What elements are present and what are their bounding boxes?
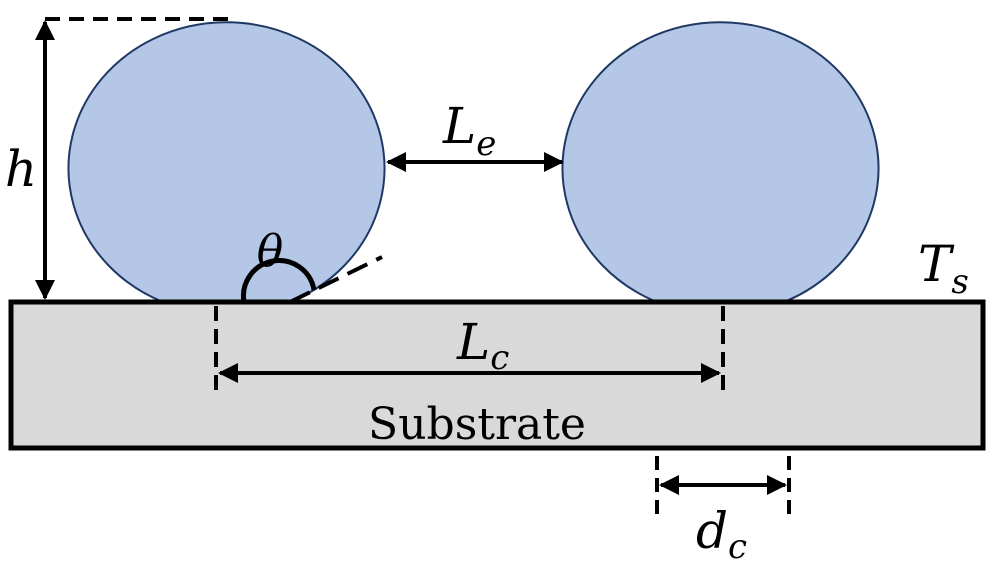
substrate-temperature-label: Ts: [918, 235, 969, 302]
substrate-label: Substrate: [368, 399, 586, 450]
contact-angle-label: θ: [257, 226, 284, 277]
left-droplet: [67, 21, 386, 303]
right-droplet: [561, 21, 880, 303]
contact-angle-tangent-line: [289, 255, 383, 304]
height-label: h: [5, 140, 37, 198]
edge-gap-label: Le: [442, 97, 496, 164]
center-gap-label: Lc: [456, 313, 509, 378]
contact-diameter-label: dc: [696, 502, 747, 567]
contact-angle-arc: [241, 258, 317, 303]
